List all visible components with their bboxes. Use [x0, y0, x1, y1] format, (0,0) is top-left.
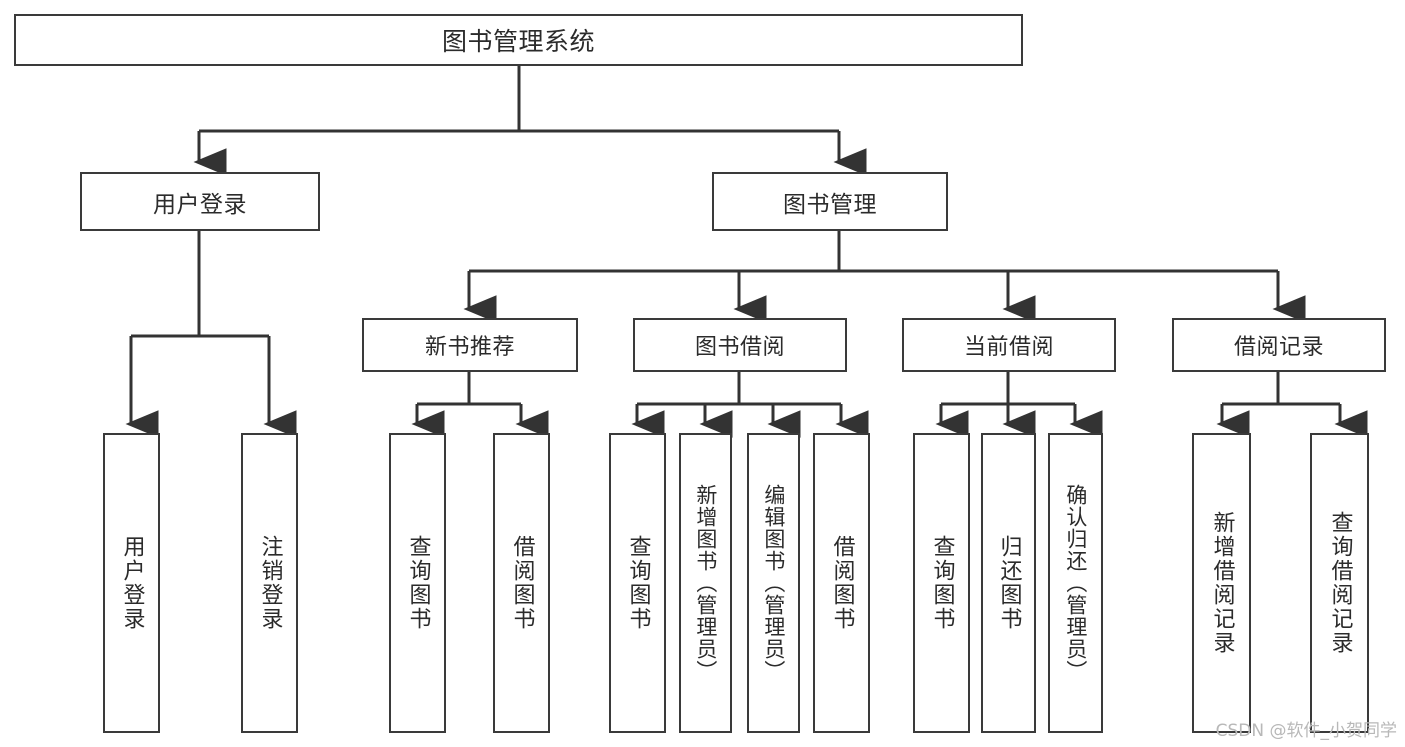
csdn-watermark: CSDN @软件_小贺同学 — [1215, 721, 1397, 741]
node-borrowing-record[interactable]: 借阅记录 — [1172, 318, 1386, 372]
node-label: 查询图书 — [405, 535, 431, 631]
node-leaf-query-book-recommend[interactable]: 查询图书 — [389, 433, 446, 733]
node-user-login[interactable]: 用户登录 — [80, 172, 320, 231]
node-leaf-query-book-borrow[interactable]: 查询图书 — [609, 433, 666, 733]
node-label: 新增图书（管理员） — [693, 484, 718, 682]
node-leaf-query-book-current[interactable]: 查询图书 — [913, 433, 970, 733]
node-new-book-recommendation[interactable]: 新书推荐 — [362, 318, 578, 372]
node-label: 确认归还（管理员） — [1063, 484, 1088, 682]
node-label: 查询图书 — [929, 535, 955, 631]
node-label: 当前借阅 — [963, 335, 1054, 360]
node-leaf-add-book-admin[interactable]: 新增图书（管理员） — [679, 433, 732, 733]
node-label: 图书管理 — [783, 191, 877, 218]
node-label: 编辑图书（管理员） — [761, 484, 786, 682]
node-book-management[interactable]: 图书管理 — [712, 172, 948, 231]
node-label: 注销登录 — [257, 535, 283, 631]
node-book-borrowing[interactable]: 图书借阅 — [633, 318, 847, 372]
node-leaf-add-borrow-record[interactable]: 新增借阅记录 — [1192, 433, 1251, 733]
node-label: 图书借阅 — [694, 335, 785, 360]
node-label: 用户登录 — [153, 191, 247, 218]
node-leaf-borrow-book-recommend[interactable]: 借阅图书 — [493, 433, 550, 733]
node-label: 借阅图书 — [829, 535, 855, 631]
node-label: 用户登录 — [119, 535, 145, 631]
node-leaf-edit-book-admin[interactable]: 编辑图书（管理员） — [747, 433, 800, 733]
node-leaf-borrow-book[interactable]: 借阅图书 — [813, 433, 870, 733]
node-root-book-management-system[interactable]: 图书管理系统 — [14, 14, 1023, 66]
node-current-borrowing[interactable]: 当前借阅 — [902, 318, 1116, 372]
node-leaf-return-book[interactable]: 归还图书 — [981, 433, 1036, 733]
node-leaf-logout[interactable]: 注销登录 — [241, 433, 298, 733]
node-label: 借阅图书 — [509, 535, 535, 631]
node-label: 查询借阅记录 — [1327, 511, 1353, 655]
node-leaf-confirm-return-admin[interactable]: 确认归还（管理员） — [1048, 433, 1103, 733]
node-label: 图书管理系统 — [441, 27, 595, 56]
node-label: 归还图书 — [996, 535, 1022, 631]
node-label: 新书推荐 — [424, 335, 515, 360]
node-label: 新增借阅记录 — [1209, 511, 1235, 655]
node-label: 借阅记录 — [1233, 335, 1324, 360]
node-leaf-user-login[interactable]: 用户登录 — [103, 433, 160, 733]
node-label: 查询图书 — [625, 535, 651, 631]
node-leaf-query-borrow-record[interactable]: 查询借阅记录 — [1310, 433, 1369, 733]
